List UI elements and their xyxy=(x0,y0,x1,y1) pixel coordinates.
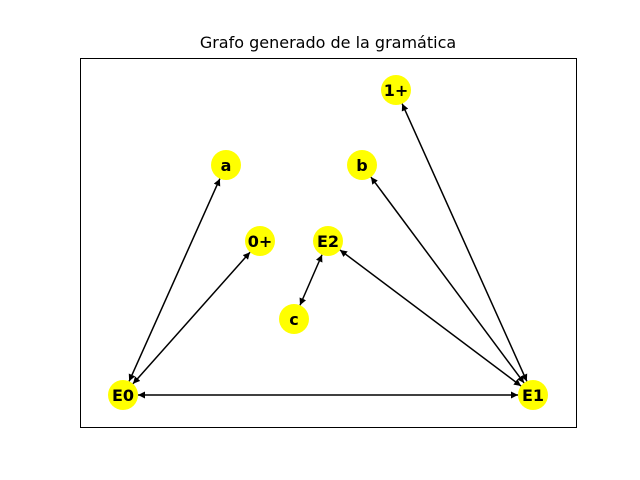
nodes-layer: 1+ a b 0+ E2 cE0 E1 xyxy=(108,75,548,410)
graph-node: 1+ xyxy=(381,75,411,105)
graph-node: b xyxy=(347,150,377,180)
edges-layer xyxy=(128,103,528,399)
graph-node: c xyxy=(279,304,309,334)
graph-node: E0 xyxy=(108,380,138,410)
node-circle xyxy=(245,226,275,256)
graph-node: a xyxy=(211,150,241,180)
node-circle xyxy=(347,150,377,180)
node-circle xyxy=(279,304,309,334)
node-circle xyxy=(211,150,241,180)
node-label: 1+ xyxy=(384,81,409,100)
plot-frame xyxy=(80,58,577,428)
graph-node: 0+ xyxy=(245,226,275,256)
edge-E1-1+ xyxy=(401,103,528,382)
graph-node: E1 xyxy=(518,380,548,410)
edge-E0-a xyxy=(128,178,221,382)
node-label: 0+ xyxy=(248,232,273,251)
edge-E1-E2 xyxy=(339,249,522,387)
node-label: E1 xyxy=(522,386,544,405)
edge-E1-b xyxy=(370,176,525,384)
edge-E0-0+ xyxy=(132,251,251,385)
node-circle xyxy=(313,226,343,256)
edge-E2-c xyxy=(299,254,323,306)
chart-title: Grafo generado de la gramática xyxy=(199,33,457,52)
node-circle xyxy=(108,380,138,410)
node-label: E0 xyxy=(112,386,134,405)
node-label: a xyxy=(221,156,232,175)
node-label: c xyxy=(289,310,298,329)
node-circle xyxy=(381,75,411,105)
node-circle xyxy=(518,380,548,410)
node-label: E2 xyxy=(317,232,339,251)
node-label: b xyxy=(356,156,367,175)
graph-node: E2 xyxy=(313,226,343,256)
